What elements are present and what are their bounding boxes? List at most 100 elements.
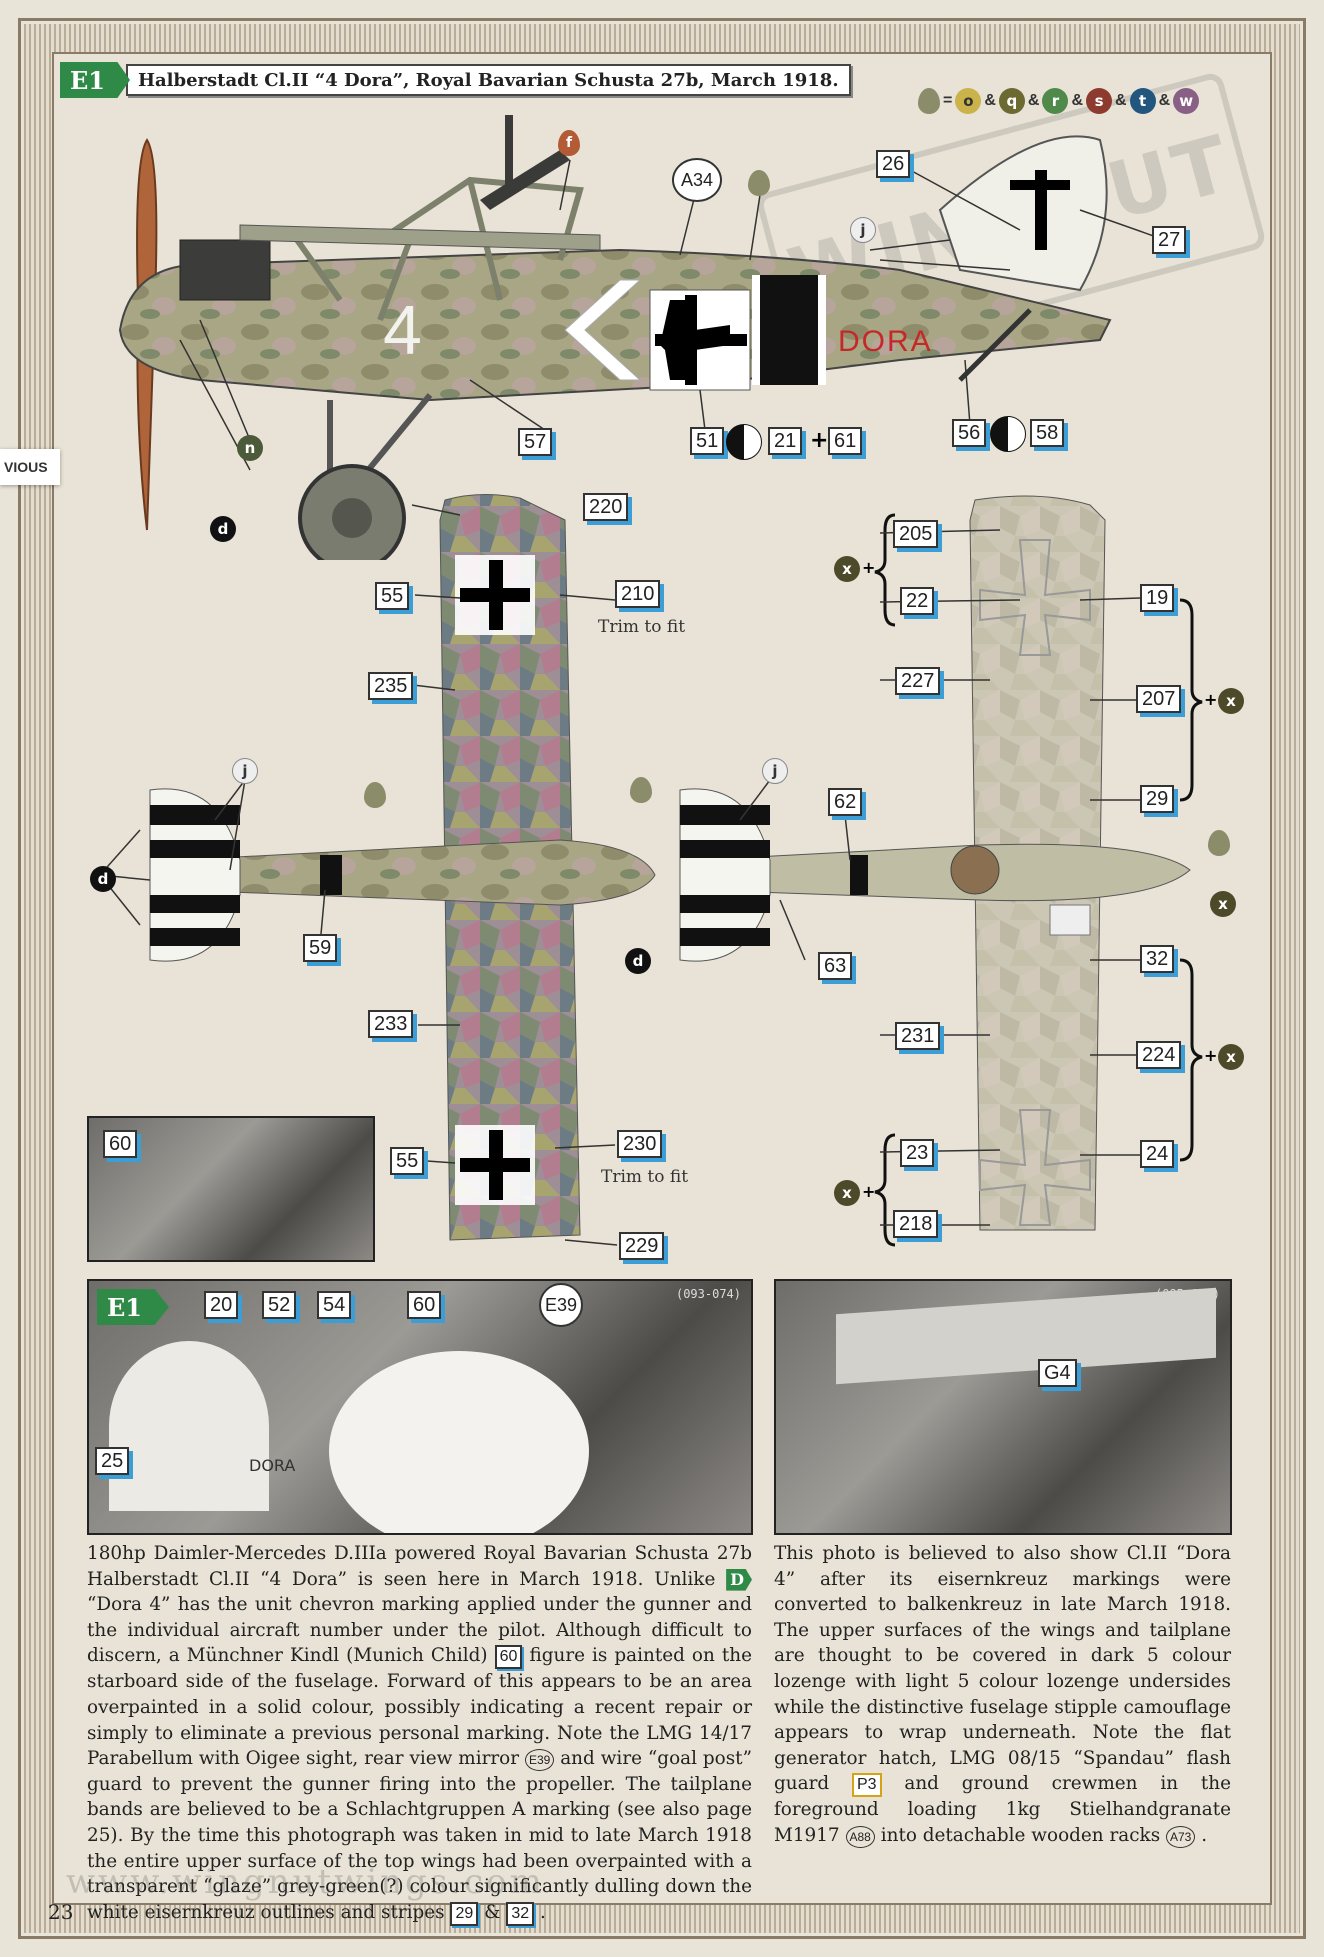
callout-32: 32	[1140, 945, 1175, 973]
caption-left-text: “Dora 4” has the unit chevron marking ap…	[87, 1594, 752, 1667]
callout-231: 231	[895, 1022, 941, 1050]
paint-dot-d: d	[210, 516, 236, 542]
paint-dot-j: j	[762, 758, 788, 784]
caption-left-text: and wire “goal post” guard to prevent th…	[87, 1748, 752, 1923]
ref-A73-circle: A73	[1166, 1825, 1196, 1848]
callout-62: 62	[828, 788, 863, 816]
callout-60: 60	[407, 1291, 442, 1319]
callout-54: 54	[317, 1291, 352, 1319]
scheme-D-badge: D	[726, 1568, 752, 1591]
machine-gun	[480, 150, 570, 210]
paint-dot-x: x	[1210, 891, 1236, 917]
camo-drop-icon	[1208, 830, 1230, 856]
callout-G4: G4	[1038, 1359, 1077, 1387]
paint-dot-x: x	[834, 556, 860, 582]
callout-51: 51	[690, 427, 725, 455]
callout-235: 235	[368, 672, 414, 700]
historical-photo-right: (085-005) G4	[774, 1279, 1232, 1535]
paint-dot-j: j	[850, 217, 876, 243]
ref-60-box: 60	[494, 1645, 523, 1670]
camo-drop-icon	[364, 782, 386, 808]
paint-key-amp: &	[1071, 92, 1084, 109]
callout-229: 229	[619, 1232, 665, 1260]
callout-61: 61	[828, 427, 863, 455]
tail-skid	[958, 308, 1032, 382]
plus-sign: +	[862, 558, 876, 577]
plus-sign: +	[862, 1182, 876, 1201]
caption-right: This photo is believed to also show Cl.I…	[774, 1541, 1231, 1849]
aircraft-name: DORA	[838, 325, 933, 358]
callout-55: 55	[375, 582, 410, 610]
side-profile-illustration	[118, 115, 1166, 560]
callout-56: 56	[952, 419, 987, 447]
site-watermark: www.wingnutwings.com	[66, 1862, 545, 1902]
callout-205: 205	[893, 520, 939, 548]
photo-scheme-badge: E1	[97, 1289, 169, 1325]
ref-32-box: 32	[506, 1901, 535, 1926]
page-number: 23	[48, 1900, 74, 1924]
fuselage-bottom	[699, 843, 1191, 902]
callout-19: 19	[1140, 584, 1175, 612]
callout-220: 220	[583, 493, 629, 521]
caption-left-amp: &	[484, 1901, 501, 1923]
callout-57: 57	[518, 428, 553, 456]
callout-52: 52	[262, 1291, 297, 1319]
callout-224: 224	[1136, 1041, 1182, 1069]
callout-58: 58	[1030, 419, 1065, 447]
callout-20: 20	[204, 1291, 239, 1319]
paint-dot-x: x	[1218, 1044, 1244, 1070]
paint-key-amp: &	[1027, 92, 1040, 109]
callout-22: 22	[900, 587, 935, 615]
caption-left: 180hp Daimler-Mercedes D.IIIa powered Ro…	[87, 1541, 752, 1926]
caption-right-end: .	[1201, 1824, 1208, 1846]
caption-right-text: into detachable wooden racks	[880, 1824, 1161, 1846]
callout-233: 233	[368, 1010, 414, 1038]
fuselage-band	[760, 275, 818, 385]
detail-photo: 60	[87, 1116, 375, 1262]
photo-fuselage-text: DORA	[249, 1456, 296, 1475]
callout-23: 23	[900, 1139, 935, 1167]
paint-dot-n: n	[237, 435, 263, 461]
plus-sign: +	[1204, 690, 1218, 709]
camo-drop-icon	[918, 88, 940, 114]
ref-E39-circle: E39	[524, 1749, 555, 1772]
page-frame	[18, 18, 1306, 1939]
yin-yang-icon	[726, 424, 762, 460]
scheme-header: E1 Halberstadt Cl.II “4 Dora”, Royal Bav…	[60, 62, 851, 98]
caption-left-text: 180hp Daimler-Mercedes D.IIIa powered Ro…	[87, 1543, 752, 1590]
paint-dot-d: d	[90, 866, 116, 892]
caption-right-text: and ground crewmen in the foreground loa…	[774, 1773, 1231, 1846]
photo-reference: (093-074)	[675, 1287, 741, 1301]
callout-A34: A34	[672, 158, 722, 202]
callout-24: 24	[1140, 1140, 1175, 1168]
paint-key-equals: =	[943, 92, 953, 109]
rudder	[938, 135, 1108, 292]
callout-218: 218	[893, 1210, 939, 1238]
paint-dot-d: d	[625, 948, 651, 974]
upper-wing-photo	[836, 1287, 1216, 1385]
paint-dot-r: r	[1042, 88, 1069, 114]
callout-E39: E39	[539, 1283, 583, 1327]
callout-55: 55	[390, 1147, 425, 1175]
undercarriage	[327, 393, 433, 482]
callout-25: 25	[95, 1447, 130, 1475]
historical-photo-left: E1 (093-074) DORA 20 52 54 60 E39 25	[87, 1279, 753, 1535]
ref-A88-circle: A88	[845, 1825, 875, 1848]
camo-drop-icon	[630, 777, 652, 803]
previous-page-tab[interactable]: VIOUS	[0, 449, 60, 485]
callout-63: 63	[818, 952, 853, 980]
paint-key-amp: &	[1158, 92, 1171, 109]
trim-note: Trim to fit	[598, 617, 686, 637]
callout-227: 227	[895, 667, 941, 695]
paint-drop-f: f	[558, 130, 580, 156]
callout-26: 26	[876, 150, 911, 178]
leader-lines	[179, 159, 1166, 471]
caption-left-text: figure is painted on the starboard side …	[87, 1645, 752, 1770]
plus-sign: +	[810, 428, 829, 453]
callout-230: 230	[617, 1130, 663, 1158]
unit-chevron	[564, 279, 642, 381]
paint-dot-j: j	[232, 758, 258, 784]
fuselage	[118, 248, 1112, 402]
paint-key: = o & q & r & s & t & w	[918, 88, 1200, 114]
upper-wing-side	[239, 224, 601, 251]
